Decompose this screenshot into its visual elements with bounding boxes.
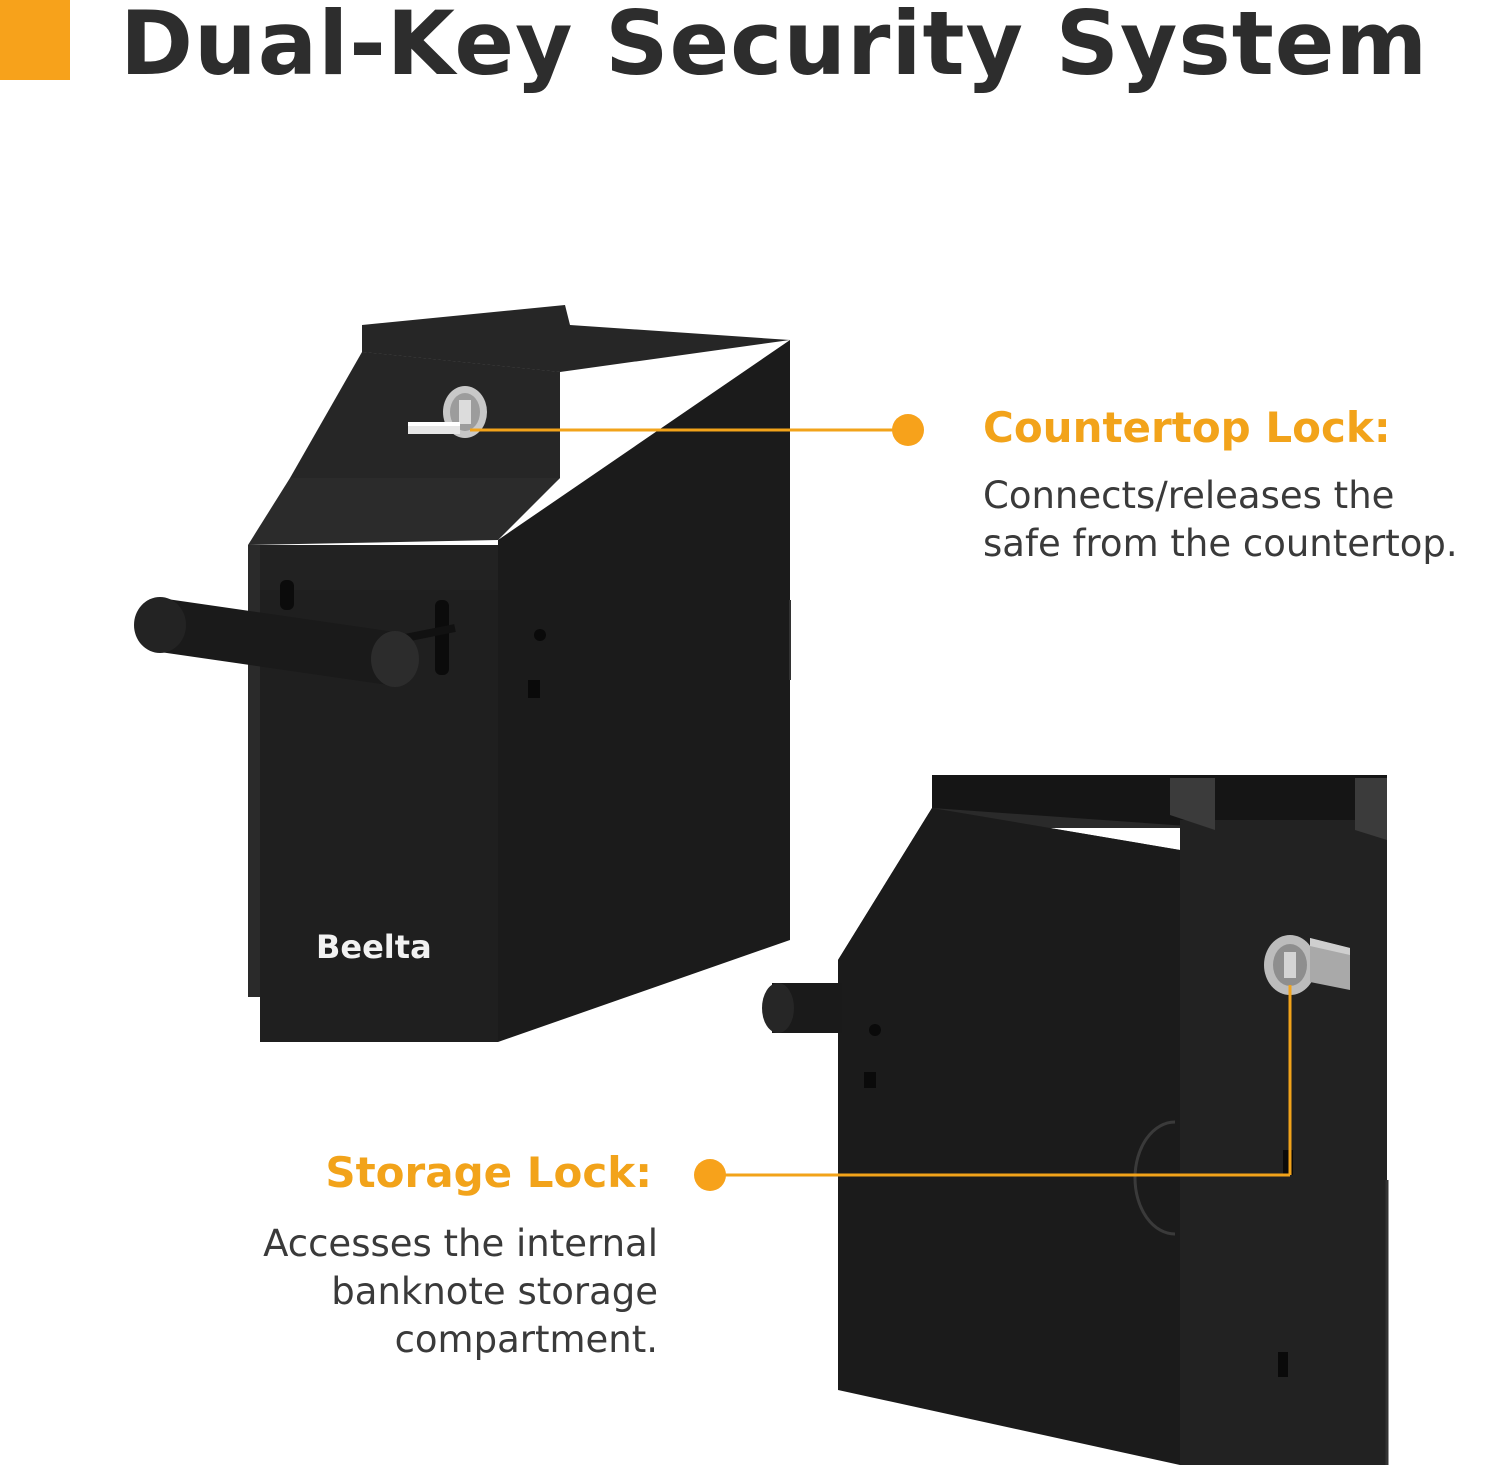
countertop-desc-line: safe from the countertop. [983,522,1458,565]
storage-desc-line: compartment. [394,1318,658,1361]
storage-desc-line: banknote storage [331,1270,658,1313]
countertop-callout-line [470,414,924,446]
safe-front-view [248,305,791,1042]
title-accent-square [0,0,70,80]
safe-side-view [838,775,1389,1465]
page-title: Dual-Key Security System [120,0,1429,95]
storage-desc-line: Accesses the internal [263,1222,658,1265]
storage-key-icon [1310,938,1350,990]
storage-lock-description: Accesses the internal banknote storage c… [180,1220,658,1364]
handle-bar [134,597,456,687]
storage-lock-heading: Storage Lock: [325,1148,652,1197]
countertop-lock-description: Connects/releases the safe from the coun… [983,472,1458,568]
countertop-lock-heading: Countertop Lock: [983,403,1391,452]
storage-callout-line [694,985,1292,1191]
handle-bar-stub [762,983,842,1033]
key-icon [408,422,460,434]
brand-logo: Beelta [316,928,432,966]
storage-lock-cylinder-icon [1264,935,1316,995]
countertop-desc-line: Connects/releases the [983,474,1395,517]
